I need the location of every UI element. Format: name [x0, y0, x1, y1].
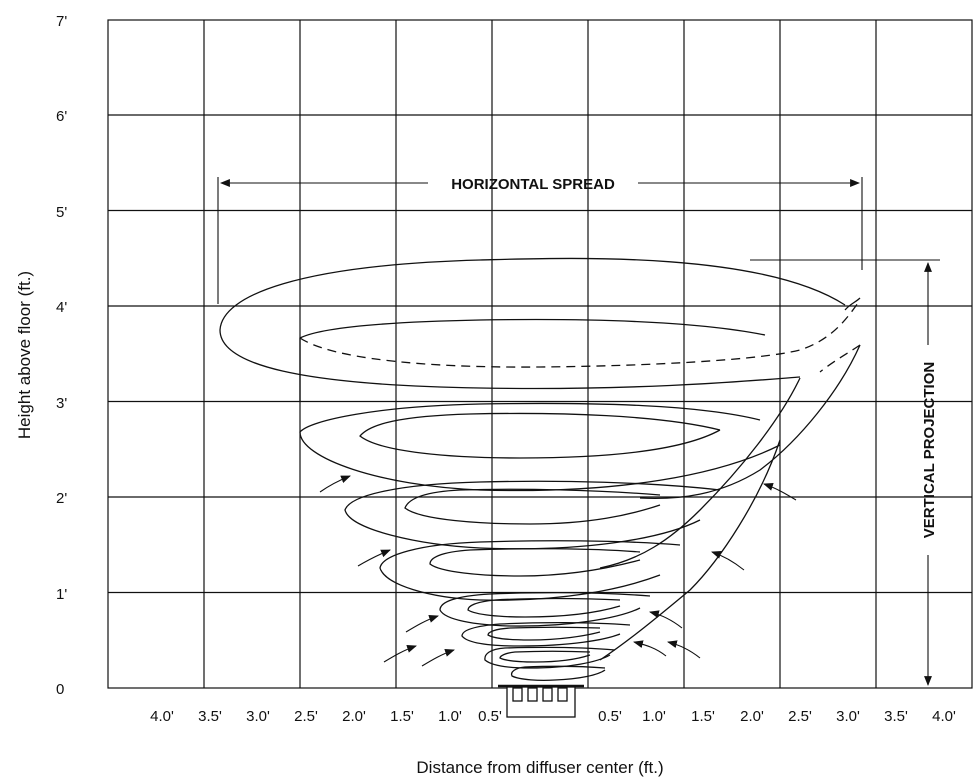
- arrow-right-1: [763, 483, 797, 501]
- swirl-top-inner: [299, 318, 766, 402]
- vertical-projection-dimension: VERTICAL PROJECTION: [750, 259, 940, 686]
- y-tick-0: 0: [56, 681, 64, 698]
- swirl-loop-1-inner: [429, 548, 641, 577]
- air-swirl-pattern: [219, 257, 861, 682]
- swirl-loop-small-3: [484, 646, 616, 669]
- x-axis-ticks: 4.0' 3.5' 3.0' 2.5' 2.0' 1.5' 1.0' 0.5' …: [150, 708, 956, 725]
- swirl-top-tail-right: [844, 297, 861, 311]
- arrow-right-4: [633, 640, 667, 657]
- x-tick-left-3-0: 3.0': [246, 708, 270, 725]
- y-tick-5: 5': [56, 204, 67, 221]
- vertical-projection-label: VERTICAL PROJECTION: [921, 362, 938, 538]
- y-tick-3: 3': [56, 395, 67, 412]
- diffuser-slot: [557, 687, 568, 702]
- diffuser-slot: [512, 687, 523, 702]
- floor-diffuser: [498, 684, 584, 718]
- arrow-right-2: [711, 551, 745, 571]
- x-tick-left-0-5: 0.5': [478, 708, 502, 725]
- x-tick-right-3-5: 3.5': [884, 708, 908, 725]
- swirl-spine-right-3: [599, 439, 781, 661]
- x-tick-right-2-0: 2.0': [740, 708, 764, 725]
- horizontal-spread-label: HORIZONTAL SPREAD: [451, 176, 615, 193]
- swirl-spine-outer-right: [639, 344, 861, 500]
- swirl-loop-small-2-inner: [487, 626, 601, 641]
- swirl-loop-small-3-inner: [499, 650, 591, 663]
- swirl-top-dashed-back: [299, 299, 861, 368]
- arrow-right-3: [649, 610, 683, 629]
- y-tick-6: 6': [56, 108, 67, 125]
- x-tick-right-2-5: 2.5': [788, 708, 812, 725]
- x-tick-right-3-0: 3.0': [836, 708, 860, 725]
- swirl-top-outer: [219, 257, 846, 390]
- swirl-loop-small-2: [461, 621, 631, 647]
- diffuser-slot: [542, 687, 553, 702]
- x-axis-label: Distance from diffuser center (ft.): [416, 758, 663, 777]
- x-tick-right-4-0: 4.0': [932, 708, 956, 725]
- horizontal-spread-dimension: HORIZONTAL SPREAD: [217, 176, 863, 304]
- swirl-spine-dashed-right: [819, 344, 861, 373]
- x-tick-left-3-5: 3.5': [198, 708, 222, 725]
- y-axis-label: Height above floor (ft.): [15, 271, 34, 439]
- arrow-left-2: [357, 549, 391, 567]
- diffuser-slot: [527, 687, 538, 702]
- swirl-loop-small-4: [510, 665, 606, 682]
- swirl-loop-3-inner: [359, 412, 721, 459]
- arrow-left-1: [319, 475, 351, 493]
- swirl-spine-right-2: [599, 377, 801, 569]
- x-tick-right-1-0: 1.0': [642, 708, 666, 725]
- x-tick-left-1-0: 1.0': [438, 708, 462, 725]
- swirl-loop-3: [299, 402, 781, 492]
- x-tick-left-2-0: 2.0': [342, 708, 366, 725]
- y-tick-2: 2': [56, 490, 67, 507]
- swirl-loop-1: [379, 540, 681, 601]
- y-tick-1: 1': [56, 586, 67, 603]
- y-tick-7: 7': [56, 13, 67, 30]
- x-tick-left-4-0: 4.0': [150, 708, 174, 725]
- y-tick-4: 4': [56, 299, 67, 316]
- swirl-loop-2: [344, 480, 721, 550]
- x-tick-right-1-5: 1.5': [691, 708, 715, 725]
- arrow-left-4: [383, 645, 417, 663]
- swirl-loop-small-1-inner: [467, 597, 621, 618]
- arrow-left-5: [421, 649, 455, 667]
- x-tick-right-0-5: 0.5': [598, 708, 622, 725]
- x-tick-left-2-5: 2.5': [294, 708, 318, 725]
- swirl-loop-small-1: [439, 592, 651, 627]
- swirl-loop-2-inner: [404, 488, 661, 525]
- induction-arrows: [319, 475, 797, 667]
- x-tick-left-1-5: 1.5': [390, 708, 414, 725]
- y-axis-ticks: 0 1' 2' 3' 4' 5' 6' 7': [56, 13, 67, 698]
- arrow-left-3: [405, 615, 439, 633]
- arrow-right-5: [667, 640, 701, 659]
